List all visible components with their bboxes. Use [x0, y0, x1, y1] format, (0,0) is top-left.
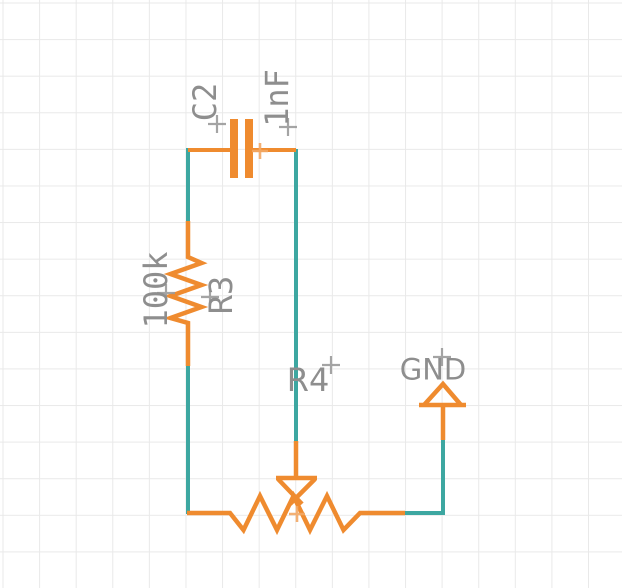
- resistor-r3[interactable]: [163, 221, 209, 366]
- gnd-label-anchor-cross: [433, 348, 451, 366]
- c2-name-label[interactable]: C2: [186, 82, 224, 122]
- r4-name-label[interactable]: R4: [286, 361, 330, 399]
- r3-name-label[interactable]: R3: [202, 275, 240, 315]
- capacitor-c2[interactable]: [188, 119, 296, 178]
- c2-anchor-cross: [252, 143, 268, 159]
- r4-anchor-cross: [289, 506, 305, 522]
- r4-wiper-leg-left: [276, 477, 304, 506]
- c2-value-label[interactable]: 1nF: [258, 69, 296, 127]
- c2-plate-right: [245, 119, 253, 178]
- label-anchor-crosses: [157, 115, 451, 374]
- r3-name-anchor-cross: [201, 288, 219, 306]
- wire-gnd[interactable]: [404, 438, 445, 515]
- c2-name-anchor-cross: [208, 115, 226, 133]
- gnd-label[interactable]: GND: [399, 352, 467, 387]
- gnd-triangle: [422, 380, 463, 407]
- c2-plate-left: [230, 119, 238, 178]
- r4-wiper-leg-right: [288, 477, 317, 506]
- potentiometer-r4[interactable]: [187, 441, 405, 536]
- c2-value-anchor-cross: [279, 118, 297, 136]
- gnd-symbol[interactable]: [419, 380, 466, 440]
- r3-zigzag: [163, 221, 209, 366]
- r3-value-anchor-cross: [157, 284, 175, 302]
- r4-name-anchor-cross: [322, 356, 340, 374]
- r3-value-label[interactable]: 100k: [137, 251, 175, 329]
- wires: [186, 148, 445, 515]
